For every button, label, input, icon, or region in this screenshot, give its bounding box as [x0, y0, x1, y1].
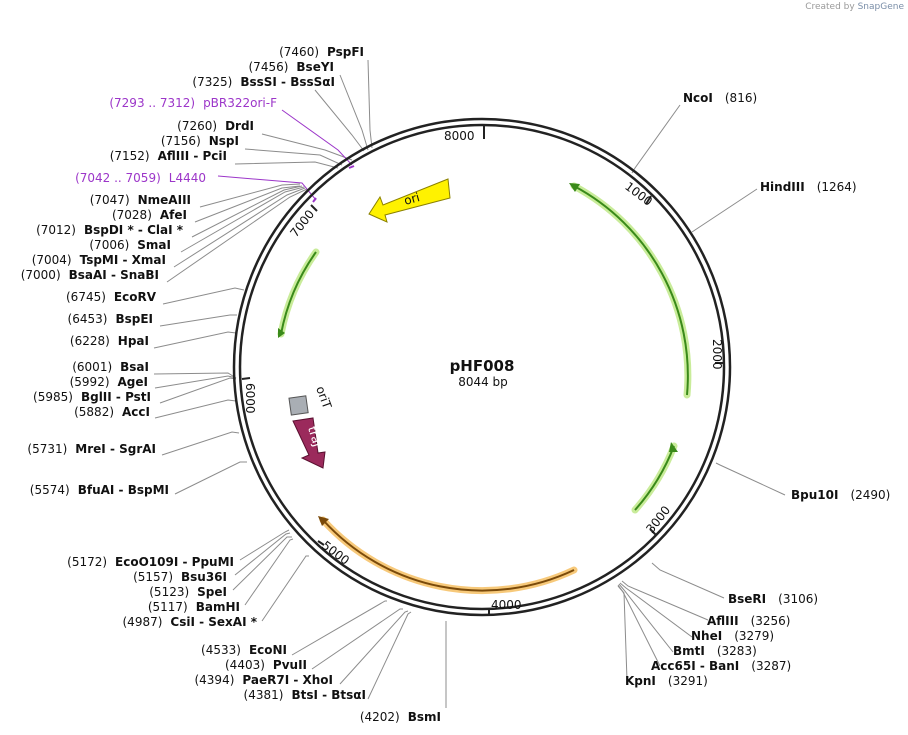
enzyme-label-afliii: AflIII(3256) — [707, 614, 790, 628]
ori-arrow — [368, 178, 451, 223]
credit-brand: SnapGene — [857, 2, 904, 12]
orf-arc-lower-right-glow — [631, 442, 678, 514]
enzyme-label-hindiii: HindIII(1264) — [760, 180, 857, 194]
enzyme-label-ecoo109i-ppumi: (5172)EcoO109I - PpuMI — [67, 555, 234, 569]
enzyme-label-bspei: (6453)BspEI — [68, 312, 153, 326]
traJ-label: traJ — [305, 425, 325, 449]
feature-arcs — [277, 182, 692, 595]
oriT-label: oriT — [313, 384, 334, 411]
enzyme-label-bseyi: (7456)BseYI — [249, 60, 335, 74]
enzyme-label-mrei-sgrai: (5731)MreI - SgrAI — [27, 442, 156, 456]
enzyme-label-afliii-pcii: (7152)AflIII - PciI — [110, 149, 227, 163]
enzyme-label-bsaai-snabi: (7000)BsaAI - SnaBI — [21, 268, 159, 282]
tick-label-7000: 7000 — [287, 207, 317, 240]
enzyme-label-agei: (5992)AgeI — [70, 375, 148, 389]
enzyme-label-bsmi: (4202)BsmI — [360, 710, 441, 724]
enzyme-label-acci: (5882)AccI — [74, 405, 150, 419]
primer-label-pbr322ori-f: (7293 .. 7312)pBR322ori-F — [109, 96, 277, 110]
enzyme-label-nmeaiii: (7047)NmeAIII — [90, 193, 191, 207]
enzyme-label-bsai: (6001)BsaI — [72, 360, 149, 374]
enzyme-label-csii-sexai: (4987)CsiI - SexAI * — [123, 615, 258, 629]
ori-feature: ori — [368, 178, 451, 223]
leader-lines — [153, 59, 786, 708]
feature-arrowheads — [278, 183, 678, 526]
enzyme-label-tspmi-xmai: (7004)TspMI - XmaI — [32, 253, 166, 267]
enzyme-label-econi: (4533)EcoNI — [201, 643, 287, 657]
orf-arc-bottom — [322, 519, 575, 592]
enzyme-label-bspdi-clai: (7012)BspDI * - ClaI * — [36, 223, 184, 237]
arrowhead-left — [278, 328, 285, 338]
backbone-outer — [232, 117, 732, 617]
plasmid-name: pHF008 — [450, 357, 515, 375]
traJ-arrow — [292, 417, 326, 469]
primer-label-l4440: (7042 .. 7059)L4440 — [75, 171, 206, 185]
enzyme-label-bamhi: (5117)BamHI — [148, 600, 240, 614]
traJ-feature: traJ — [292, 417, 326, 469]
orf-arc-right — [573, 185, 689, 396]
enzyme-label-bseri: BseRI(3106) — [728, 592, 818, 606]
tick-label-2000: 2000 — [710, 339, 724, 370]
arrowhead-right — [569, 183, 580, 192]
tick-label-6000: 6000 — [243, 383, 257, 414]
enzyme-label-pspfi: (7460)PspFI — [279, 45, 364, 59]
plasmid-length: 8044 bp — [458, 375, 508, 389]
enzyme-label-bmti: BmtI(3283) — [673, 644, 757, 658]
enzyme-label-acc65i-bani: Acc65I - BanI(3287) — [651, 659, 791, 673]
arrowhead-lower-right — [669, 442, 678, 452]
enzyme-label-drdi: (7260)DrdI — [177, 119, 254, 133]
enzyme-label-ncoi: NcoI(816) — [683, 91, 757, 105]
enzyme-label-nhei: NheI(3279) — [691, 629, 774, 643]
tick-label-8000: 8000 — [444, 129, 475, 143]
oriT-box — [288, 395, 309, 416]
enzyme-label-hpai: (6228)HpaI — [70, 334, 149, 348]
primer-marks — [312, 165, 355, 203]
ori-label: ori — [402, 190, 421, 208]
orf-arc-bottom-glow — [319, 516, 578, 595]
enzyme-label-bsu36i: (5157)Bsu36I — [133, 570, 227, 584]
arrowhead-bottom — [318, 516, 329, 526]
tick-label-4000: 4000 — [491, 598, 522, 612]
tick-marks — [241, 125, 723, 615]
enzyme-labels-right: NcoI(816) HindIII(1264) Bpu10I(2490) Bse… — [625, 91, 890, 688]
snapgene-credit: Created by SnapGene — [805, 2, 904, 12]
enzyme-label-afei: (7028)AfeI — [112, 208, 187, 222]
enzyme-label-ecorv: (6745)EcoRV — [66, 290, 157, 304]
oriT-feature: oriT — [288, 384, 334, 416]
enzyme-label-smai: (7006)SmaI — [89, 238, 171, 252]
backbone-inner — [238, 123, 726, 611]
credit-prefix: Created by — [805, 2, 855, 12]
enzyme-label-bsssi: (7325)BssSI - BssSαI — [192, 75, 335, 89]
orf-arc-left — [280, 251, 317, 335]
enzyme-label-kpni: KpnI(3291) — [625, 674, 708, 688]
enzyme-label-bfuai-bspmi: (5574)BfuAI - BspMI — [30, 483, 169, 497]
enzyme-label-spei: (5123)SpeI — [149, 585, 227, 599]
enzyme-labels-left: (7460)PspFI (7456)BseYI (7325)BssSI - Bs… — [21, 45, 441, 724]
enzyme-label-btsi-btsai: (4381)BtsI - BtsαI — [244, 688, 366, 702]
orf-arc-left-glow — [277, 248, 320, 338]
enzyme-label-bglii-psti: (5985)BglII - PstI — [33, 390, 151, 404]
enzyme-label-paer7i-xhoi: (4394)PaeR7I - XhoI — [194, 673, 333, 687]
enzyme-label-nspi: (7156)NspI — [161, 134, 239, 148]
enzyme-label-bpu10i: Bpu10I(2490) — [791, 488, 890, 502]
enzyme-label-pvuii: (4403)PvuII — [225, 658, 307, 672]
